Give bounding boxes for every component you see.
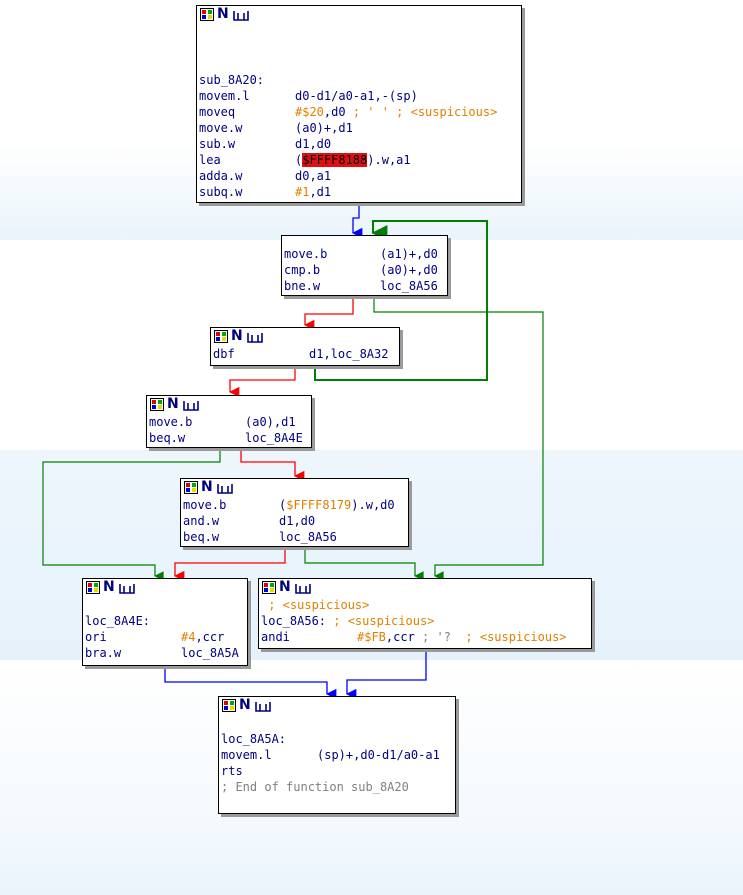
block-graph-icon — [86, 581, 100, 594]
block-graph-icon — [222, 699, 236, 712]
block-graph-icon — [150, 398, 164, 411]
node-icon: N — [231, 328, 243, 344]
width-icon — [247, 333, 263, 343]
block-graph-icon — [184, 481, 198, 494]
highlighted-address: $FFFF8188 — [302, 153, 368, 167]
edge-taken — [42, 448, 221, 581]
block-header: N — [197, 6, 521, 24]
code-block-loc-8a56[interactable]: N ; <suspicious> loc_8A56: ; <suspicious… — [258, 578, 592, 649]
code-line: lea($FFFF8188).w,a1 — [199, 153, 411, 167]
block-body: ; <suspicious> loc_8A56: ; <suspicious> … — [259, 597, 591, 645]
code-line: ori#4,ccr — [85, 630, 225, 644]
edge-flow — [345, 649, 427, 700]
block-graph-icon — [200, 8, 214, 21]
code-line: rts — [221, 764, 243, 778]
code-block-loc-8a5a[interactable]: N loc_8A5A: movem.l(sp)+,d0-d1/a0-a1 rts… — [218, 696, 456, 814]
edge-taken — [304, 547, 424, 581]
edge-not-taken — [303, 296, 354, 331]
code-label: loc_8A4E: — [85, 614, 151, 628]
code-label: loc_8A5A: — [221, 732, 287, 746]
width-icon — [255, 702, 271, 712]
node-icon: N — [103, 579, 115, 595]
node-icon: N — [201, 479, 213, 495]
block-header: N — [83, 579, 247, 597]
code-line: subq.w#1,d1 — [199, 185, 332, 199]
width-icon — [217, 484, 233, 494]
node-icon: N — [167, 396, 179, 412]
edge-taken — [373, 296, 544, 581]
code-line: move.w(a0)+,d1 — [199, 121, 353, 135]
block-header: N — [211, 328, 399, 346]
block-header: N — [181, 479, 408, 497]
edge-not-taken — [173, 547, 286, 582]
code-label: sub_8A20: — [199, 73, 265, 87]
code-label: loc_8A56: ; <suspicious> — [261, 614, 435, 628]
code-line: cmp.b(a0)+,d0 — [284, 263, 438, 277]
code-line: move.b(a1)+,d0 — [284, 247, 438, 261]
width-icon — [119, 584, 135, 594]
edge-not-taken — [228, 366, 296, 398]
block-header: N — [259, 579, 591, 597]
node-icon: N — [217, 6, 229, 22]
code-line: moveq#$20,d0 ; ' ' ; <suspicious> — [199, 105, 498, 119]
code-line: andi#$FB,ccr ; '? ; <suspicious> — [261, 630, 567, 644]
code-line: move.b($FFFF8179).w,d0 — [183, 498, 395, 512]
edge-not-taken — [240, 448, 305, 482]
code-comment: ; End of function sub_8A20 — [221, 780, 409, 794]
width-icon — [295, 584, 311, 594]
code-line: move.b(a0),d1 — [149, 415, 296, 429]
width-icon — [233, 11, 249, 21]
block-header: N — [147, 396, 311, 414]
block-graph-icon — [262, 581, 276, 594]
block-header: N — [219, 697, 455, 715]
block-graph-icon — [214, 330, 228, 343]
width-icon — [183, 401, 199, 411]
code-comment: ; <suspicious> — [261, 598, 370, 612]
edge-flow — [164, 666, 337, 700]
code-line: movem.l(sp)+,d0-d1/a0-a1 — [221, 748, 440, 762]
edge-loop-taken — [314, 220, 488, 381]
node-icon: N — [239, 697, 251, 713]
block-body: loc_8A5A: movem.l(sp)+,d0-d1/a0-a1 rts ;… — [219, 715, 455, 795]
edge-flow — [351, 203, 363, 239]
node-icon: N — [279, 579, 291, 595]
